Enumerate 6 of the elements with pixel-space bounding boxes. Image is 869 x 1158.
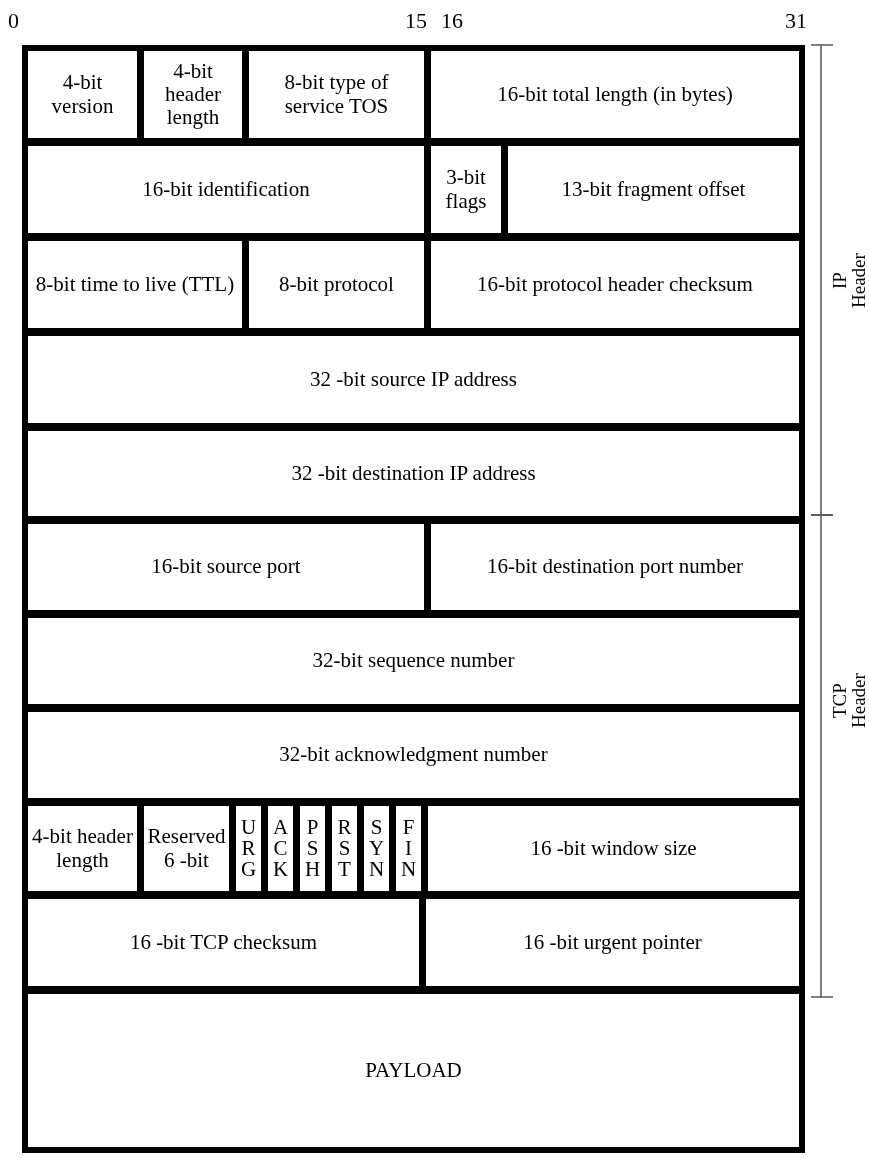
bit-number: 0 — [8, 8, 19, 34]
bit-number: 16 — [441, 8, 463, 34]
bit-number: 31 — [785, 8, 807, 34]
section-label: TCP Header — [830, 672, 868, 731]
section-label: IP Header — [830, 252, 868, 311]
bit-number: 15 — [405, 8, 427, 34]
